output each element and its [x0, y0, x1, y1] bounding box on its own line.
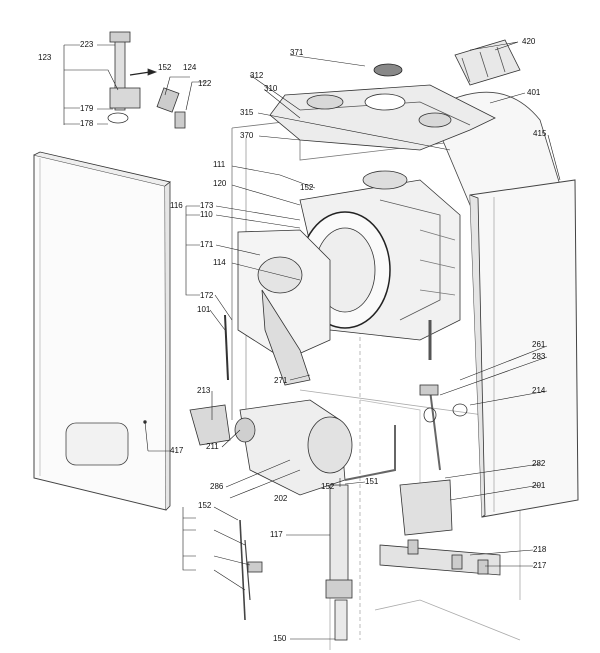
part-label-114: 114 — [213, 258, 226, 267]
part-label-401: 401 — [527, 88, 541, 97]
part-label-214: 214 — [532, 386, 546, 395]
part-label-171: 171 — [200, 240, 214, 249]
manifold-bar — [379, 539, 501, 576]
part-label-202: 202 — [274, 494, 288, 503]
part-label-310: 310 — [264, 84, 278, 93]
part-label-124: 124 — [183, 63, 197, 72]
part-label-417: 417 — [170, 446, 184, 455]
part-label-173: 173 — [200, 201, 214, 210]
fan-assembly — [299, 170, 461, 341]
part-label-120: 120 — [213, 179, 227, 188]
part-label-150: 150 — [273, 634, 287, 643]
part-label-312: 312 — [250, 71, 264, 80]
part-label-283: 283 — [532, 352, 546, 361]
leader-lines — [63, 41, 561, 640]
top-right-bracket — [454, 39, 521, 86]
part-label-152-lower: 152 — [198, 501, 212, 510]
top-cover-plate — [269, 63, 496, 151]
part-label-151: 151 — [365, 477, 379, 486]
valve-parts-top-left — [107, 31, 186, 129]
heat-exchanger — [237, 229, 331, 386]
part-label-152: 152 — [158, 63, 172, 72]
part-label-420: 420 — [522, 37, 536, 46]
part-label-371: 371 — [290, 48, 304, 57]
part-label-217: 217 — [533, 561, 547, 570]
part-label-172: 172 — [200, 291, 214, 300]
part-label-201: 201 — [532, 481, 546, 490]
part-label-179: 179 — [80, 104, 94, 113]
part-label-223: 223 — [80, 40, 94, 49]
part-label-111: 111 — [213, 160, 226, 169]
part-label-218: 218 — [533, 545, 547, 554]
part-label-271: 271 — [274, 376, 288, 385]
part-label-123: 123 — [38, 53, 52, 62]
part-label-122: 122 — [198, 79, 212, 88]
part-label-315: 315 — [240, 108, 254, 117]
front-panel-left — [33, 151, 171, 511]
part-label-415: 415 — [533, 129, 547, 138]
part-label-101: 101 — [197, 305, 211, 314]
part-label-370: 370 — [240, 131, 254, 140]
part-label-110: 110 — [200, 210, 213, 219]
part-label-152-fan: 152 — [300, 183, 314, 192]
part-label-261: 261 — [532, 340, 546, 349]
part-label-117: 117 — [270, 530, 283, 539]
part-label-116: 116 — [170, 201, 183, 210]
part-label-211: 211 — [206, 442, 219, 451]
part-label-282: 282 — [532, 459, 546, 468]
pipes — [224, 314, 432, 641]
part-label-178: 178 — [80, 119, 94, 128]
part-label-152-pipe: 152 — [321, 482, 335, 491]
pump-and-valve-parts — [189, 384, 468, 536]
part-label-213: 213 — [197, 386, 211, 395]
part-label-286: 286 — [210, 482, 224, 491]
